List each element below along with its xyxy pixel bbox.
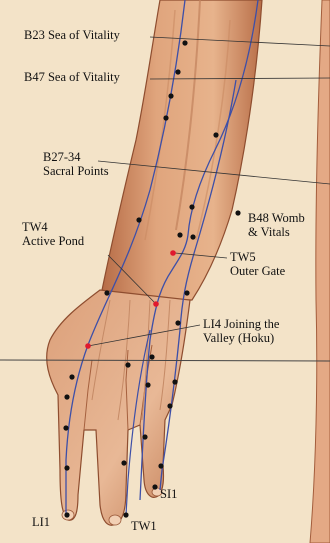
- acupressure-point: [168, 93, 173, 98]
- acupressure-point: [182, 40, 187, 45]
- label-si1-text: SI1: [160, 487, 177, 501]
- label-tw5-line1: TW5: [230, 250, 285, 264]
- label-li4-line2: Valley (Hoku): [203, 331, 279, 345]
- acupressure-point: [175, 320, 180, 325]
- acupressure-point: [152, 484, 157, 489]
- acupressure-point: [184, 290, 189, 295]
- acupressure-point: [121, 460, 126, 465]
- acupressure-point: [142, 434, 147, 439]
- acupressure-point: [175, 69, 180, 74]
- acupressure-point: [163, 115, 168, 120]
- label-li4: LI4 Joining the Valley (Hoku): [203, 317, 279, 345]
- acupressure-point: [69, 374, 74, 379]
- label-b27-34: B27-34 Sacral Points: [43, 150, 109, 178]
- acupressure-point: [64, 465, 69, 470]
- label-tw4-line2: Active Pond: [22, 234, 84, 248]
- tw5-point: [170, 250, 176, 256]
- label-b47: B47 Sea of Vitality: [24, 70, 120, 84]
- acupressure-point: [158, 463, 163, 468]
- tw4-point: [153, 301, 159, 307]
- label-b47-text: B47 Sea of Vitality: [24, 70, 120, 84]
- label-tw4: TW4 Active Pond: [22, 220, 84, 248]
- acupressure-point: [167, 403, 172, 408]
- acupressure-point: [172, 379, 177, 384]
- label-b27-line2: Sacral Points: [43, 164, 109, 178]
- acupressure-point: [64, 512, 69, 517]
- acupressure-point: [64, 394, 69, 399]
- acupressure-point: [177, 232, 182, 237]
- label-li1: LI1: [32, 515, 50, 529]
- label-b48-line2: & Vitals: [248, 225, 305, 239]
- acupressure-point: [63, 425, 68, 430]
- label-li1-text: LI1: [32, 515, 50, 529]
- label-b23: B23 Sea of Vitality: [24, 28, 120, 42]
- acupressure-point: [213, 132, 218, 137]
- label-si1: SI1: [160, 487, 177, 501]
- acupressure-point: [125, 362, 130, 367]
- fingernail: [109, 515, 121, 525]
- acupressure-point: [136, 217, 141, 222]
- label-b23-text: B23 Sea of Vitality: [24, 28, 120, 42]
- acupressure-point: [145, 382, 150, 387]
- acupressure-point: [123, 512, 128, 517]
- label-li4-line1: LI4 Joining the: [203, 317, 279, 331]
- label-tw1: TW1: [131, 519, 157, 533]
- label-tw4-line1: TW4: [22, 220, 84, 234]
- label-tw5: TW5 Outer Gate: [230, 250, 285, 278]
- label-b48-line1: B48 Womb: [248, 211, 305, 225]
- label-tw5-line2: Outer Gate: [230, 264, 285, 278]
- acupressure-point: [189, 204, 194, 209]
- label-b48: B48 Womb & Vitals: [248, 211, 305, 239]
- label-tw1-text: TW1: [131, 519, 157, 533]
- li4-point: [85, 343, 91, 349]
- acupressure-point: [149, 354, 154, 359]
- acupressure-point: [104, 290, 109, 295]
- acupressure-point: [190, 234, 195, 239]
- label-b27-line1: B27-34: [43, 150, 109, 164]
- acupressure-point: [235, 210, 240, 215]
